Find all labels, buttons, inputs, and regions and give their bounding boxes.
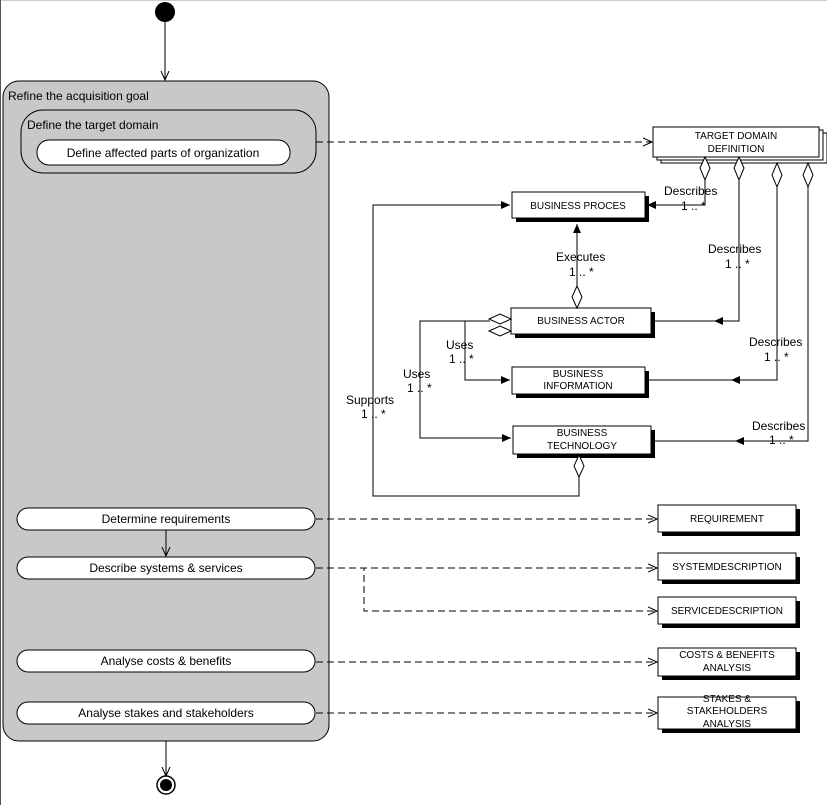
class-costs-benefits-line1: COSTS & BENEFITS [679,650,775,661]
assoc-uses-technology [419,320,490,439]
class-requirement-label: REQUIREMENT [690,514,764,525]
class-target-domain-line2: DEFINITION [708,144,765,155]
action-define-affected-parts [36,139,291,166]
label-describes-actor: Describes [708,242,761,256]
class-service-description: SERVICEDESCRIPTION [657,596,800,628]
final-node [160,779,172,791]
label-describes-technology: Describes [752,419,805,433]
class-business-actor: BUSINESS ACTOR [510,307,655,338]
label-executes: Executes [556,250,605,264]
class-business-process-label: BUSINESS PROCES [530,201,626,212]
label-supports: Supports [346,393,394,407]
aggregation-diamond-uses-information [487,313,513,325]
aggregation-diamond-supports [573,453,585,479]
class-target-domain-line1: TARGET DOMAIN [695,131,777,142]
class-business-information-line2: INFORMATION [543,381,612,392]
action-define-affected-parts-label: Define affected parts of organization [67,146,260,160]
aggregation-diamond-process [699,155,711,182]
assoc-describes-information [731,187,778,384]
action-analyse-costs-benefits-label: Analyse costs & benefits [101,654,232,668]
label-uses-information: Uses [446,338,473,352]
class-system-description: SYSTEMDESCRIPTION [657,552,800,584]
class-business-technology: BUSINESS TECHNOLOGY [512,425,655,458]
class-costs-benefits-line2: ANALYSIS [703,663,751,674]
aggregation-diamond-technology [802,161,814,189]
class-requirement: REQUIREMENT [657,504,800,536]
inner-activity-title: Define the target domain [27,118,158,132]
class-target-domain-definition: TARGET DOMAIN DEFINITION [652,126,827,164]
label-describes-process-mult: 1 .. * [681,199,706,213]
flow-service-description [316,567,657,611]
activity-title: Refine the acquisition goal [8,89,149,103]
label-describes-process: Describes [664,184,717,198]
class-business-technology-line2: TECHNOLOGY [547,441,617,452]
action-determine-requirements-label: Determine requirements [102,512,231,526]
class-stakes-line3: ANALYSIS [703,719,751,730]
action-describe-systems-services-label: Describe systems & services [89,561,242,575]
action-analyse-stakes-label: Analyse stakes and stakeholders [78,706,253,720]
aggregation-diamond-actor [733,155,745,182]
label-uses-information-mult: 1 .. * [449,352,474,366]
assoc-describes-actor [714,180,740,325]
label-describes-information: Describes [749,335,802,349]
assoc-describes-technology [735,187,809,445]
class-business-process: BUSINESS PROCES [511,191,649,222]
aggregation-diamond-uses-technology [487,325,513,337]
action-describe-systems-services [16,556,316,580]
action-analyse-stakes [16,701,316,725]
class-stakes-line2: STAKEHOLDERS [687,706,768,717]
initial-node [155,2,175,22]
class-service-description-label: SERVICEDESCRIPTION [671,606,783,617]
aggregation-diamond-information [771,161,783,189]
class-business-actor-label: BUSINESS ACTOR [537,316,625,327]
aggregation-diamond-executes [571,284,583,310]
label-supports-mult: 1 .. * [361,407,386,421]
label-describes-technology-mult: 1 .. * [769,433,794,447]
assoc-supports [372,204,580,497]
class-stakes-stakeholders: STAKES & STAKEHOLDERS ANALYSIS [657,694,800,733]
class-business-technology-line1: BUSINESS [557,428,608,439]
class-stakes-line1: STAKES & [703,694,751,705]
label-describes-information-mult: 1 .. * [764,350,789,364]
label-uses-technology-mult: 1 .. * [407,381,432,395]
class-costs-benefits: COSTS & BENEFITS ANALYSIS [657,647,800,680]
action-analyse-costs-benefits [16,649,316,673]
activity-refine-acquisition-goal [2,80,330,742]
label-describes-actor-mult: 1 .. * [725,257,750,271]
assoc-describes-process [647,180,706,209]
label-uses-technology: Uses [403,367,430,381]
class-business-information-line1: BUSINESS [553,369,604,380]
class-system-description-label: SYSTEMDESCRIPTION [672,562,781,573]
label-executes-mult: 1 .. * [569,265,594,279]
class-business-information: BUSINESS INFORMATION [511,366,649,398]
